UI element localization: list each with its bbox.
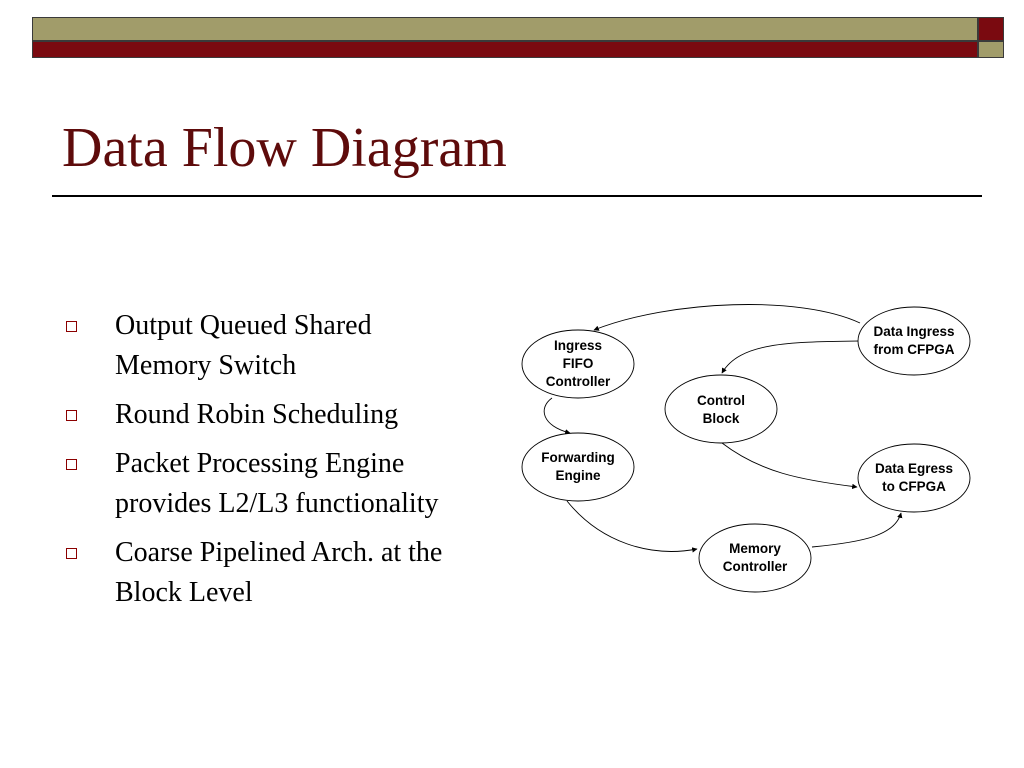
- header-corner-square-olive: [978, 41, 1004, 58]
- node-label-line: Forwarding: [541, 450, 615, 465]
- title-divider: [52, 195, 982, 197]
- node-label-line: Memory: [729, 541, 781, 556]
- node-label-line: from CFPGA: [874, 342, 955, 357]
- node-label-line: Controller: [546, 374, 611, 389]
- data-flow-diagram: Ingress FIFO Controller Data Ingress fro…: [521, 304, 971, 593]
- node-label-line: Data Egress: [875, 461, 953, 476]
- bullet-text-line: Block Level: [115, 577, 253, 608]
- slide-title: Data Flow Diagram: [62, 117, 507, 179]
- edge-memory-controller-to-data-egress: [811, 512, 903, 548]
- node-label-line: to CFPGA: [882, 479, 946, 494]
- node-control-block: Control Block: [664, 374, 778, 444]
- bullet-item: Round Robin Scheduling: [62, 395, 522, 435]
- bullet-text-line: Packet Processing Engine: [115, 448, 405, 479]
- bullet-item: Coarse Pipelined Arch. at the Block Leve…: [62, 533, 522, 613]
- square-bullet-icon: [66, 410, 77, 421]
- node-label-line: FIFO: [563, 356, 594, 371]
- node-label-line: Engine: [555, 468, 600, 483]
- header-corner-square-maroon: [978, 17, 1004, 41]
- bullet-item: Output Queued Shared Memory Switch: [62, 306, 522, 386]
- header-band-maroon: [32, 41, 978, 58]
- bullet-text-line: Memory Switch: [115, 350, 297, 381]
- bullet-text-line: provides L2/L3 functionality: [115, 488, 439, 519]
- node-label-line: Block: [703, 411, 740, 426]
- edge-data-ingress-to-ingress-fifo: [593, 304, 861, 331]
- header-band-olive: [32, 17, 978, 41]
- edge-forwarding-engine-to-memory-controller: [566, 500, 698, 553]
- node-ingress-fifo-controller: Ingress FIFO Controller: [521, 329, 635, 399]
- node-label-line: Control: [697, 393, 745, 408]
- square-bullet-icon: [66, 459, 77, 470]
- bullet-item: Packet Processing Engine provides L2/L3 …: [62, 444, 522, 524]
- node-forwarding-engine: Forwarding Engine: [521, 432, 635, 502]
- node-data-ingress-from-cfpga: Data Ingress from CFPGA: [857, 306, 971, 376]
- node-label-line: Data Ingress: [873, 324, 954, 339]
- edge-data-ingress-to-control-block: [721, 340, 861, 374]
- square-bullet-icon: [66, 321, 77, 332]
- node-label-line: Ingress: [554, 338, 602, 353]
- edge-control-block-to-data-egress: [721, 442, 858, 490]
- edge-ingress-fifo-to-forwarding-engine: [543, 397, 571, 435]
- bullet-text-line: Output Queued Shared: [115, 310, 372, 341]
- bullet-list: Output Queued Shared Memory Switch Round…: [62, 306, 522, 622]
- node-memory-controller: Memory Controller: [698, 523, 812, 593]
- bullet-text-line: Coarse Pipelined Arch. at the: [115, 537, 443, 568]
- node-data-egress-to-cfpga: Data Egress to CFPGA: [857, 443, 971, 513]
- square-bullet-icon: [66, 548, 77, 559]
- bullet-text-line: Round Robin Scheduling: [115, 399, 399, 430]
- node-label-line: Controller: [723, 559, 788, 574]
